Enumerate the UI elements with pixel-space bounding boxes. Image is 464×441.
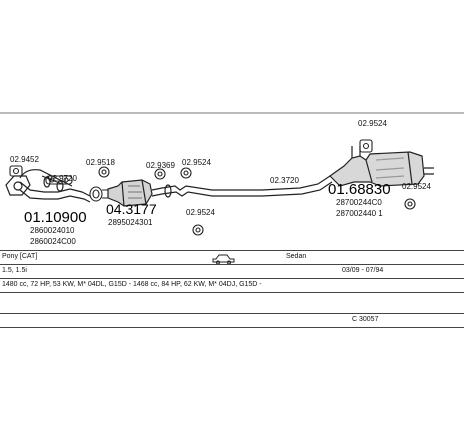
- cat-gasket-icon: [98, 166, 110, 178]
- sedan-car-icon: [212, 254, 235, 265]
- flange-icon: [154, 168, 166, 180]
- part-029524-right: 02.9524: [402, 182, 431, 191]
- years-label: 03/09 - 07/94: [342, 267, 384, 274]
- specs-label: 1480 cc, 72 HP, 53 KW, M* 04DL, G15D - 1…: [2, 281, 262, 288]
- hanger-bottom-icon: [192, 224, 204, 236]
- connector-ring: [89, 186, 110, 202]
- engine-label: 1.5, 1.5i: [2, 267, 27, 274]
- front-pipe-oe-2: 2860024C00: [30, 237, 76, 246]
- clamp-icon: [45, 175, 73, 185]
- table-bottom-line: [0, 327, 464, 328]
- hanger-mid-icon: [180, 167, 192, 179]
- part-029524-mid: 02.9524: [182, 158, 211, 167]
- table-top-line: [0, 250, 464, 251]
- rear-silencer-number: 01.68830: [328, 181, 391, 198]
- front-pipe-oe-1: 2860024010: [30, 226, 75, 235]
- part-029369: 02.9369: [146, 161, 175, 170]
- catalytic-converter: [107, 179, 163, 207]
- part-029518: 02.9518: [86, 158, 115, 167]
- part-023720: 02.3720: [270, 176, 299, 185]
- part-029452: 02.9452: [10, 155, 39, 164]
- rear-oe-2: 287002440 1: [336, 209, 383, 218]
- table-line-2: [0, 278, 464, 279]
- rear-silencer: [329, 146, 434, 187]
- right-hanger-icon: [404, 198, 416, 210]
- gasket-icon: [9, 165, 23, 177]
- model-label: Pony [CAT]: [2, 253, 38, 260]
- middle-pipe: [161, 175, 333, 198]
- front-pipe-number: 01.10900: [24, 209, 87, 226]
- part-029524-bottom: 02.9524: [186, 208, 215, 217]
- catalyst-oe: 2895024301: [108, 218, 153, 227]
- table-line-1: [0, 264, 464, 265]
- table-line-3: [0, 292, 464, 293]
- table-line-4: [0, 313, 464, 314]
- body-label: Sedan: [286, 253, 307, 260]
- part-029524-top: 02.9524: [358, 119, 387, 128]
- code-label: C 30057: [352, 316, 379, 323]
- catalyst-number: 04.3177: [106, 201, 157, 217]
- top-bracket-icon: [359, 139, 373, 153]
- part-029720: 02.9720: [48, 174, 77, 183]
- rear-oe-1: 28700244C0: [336, 198, 382, 207]
